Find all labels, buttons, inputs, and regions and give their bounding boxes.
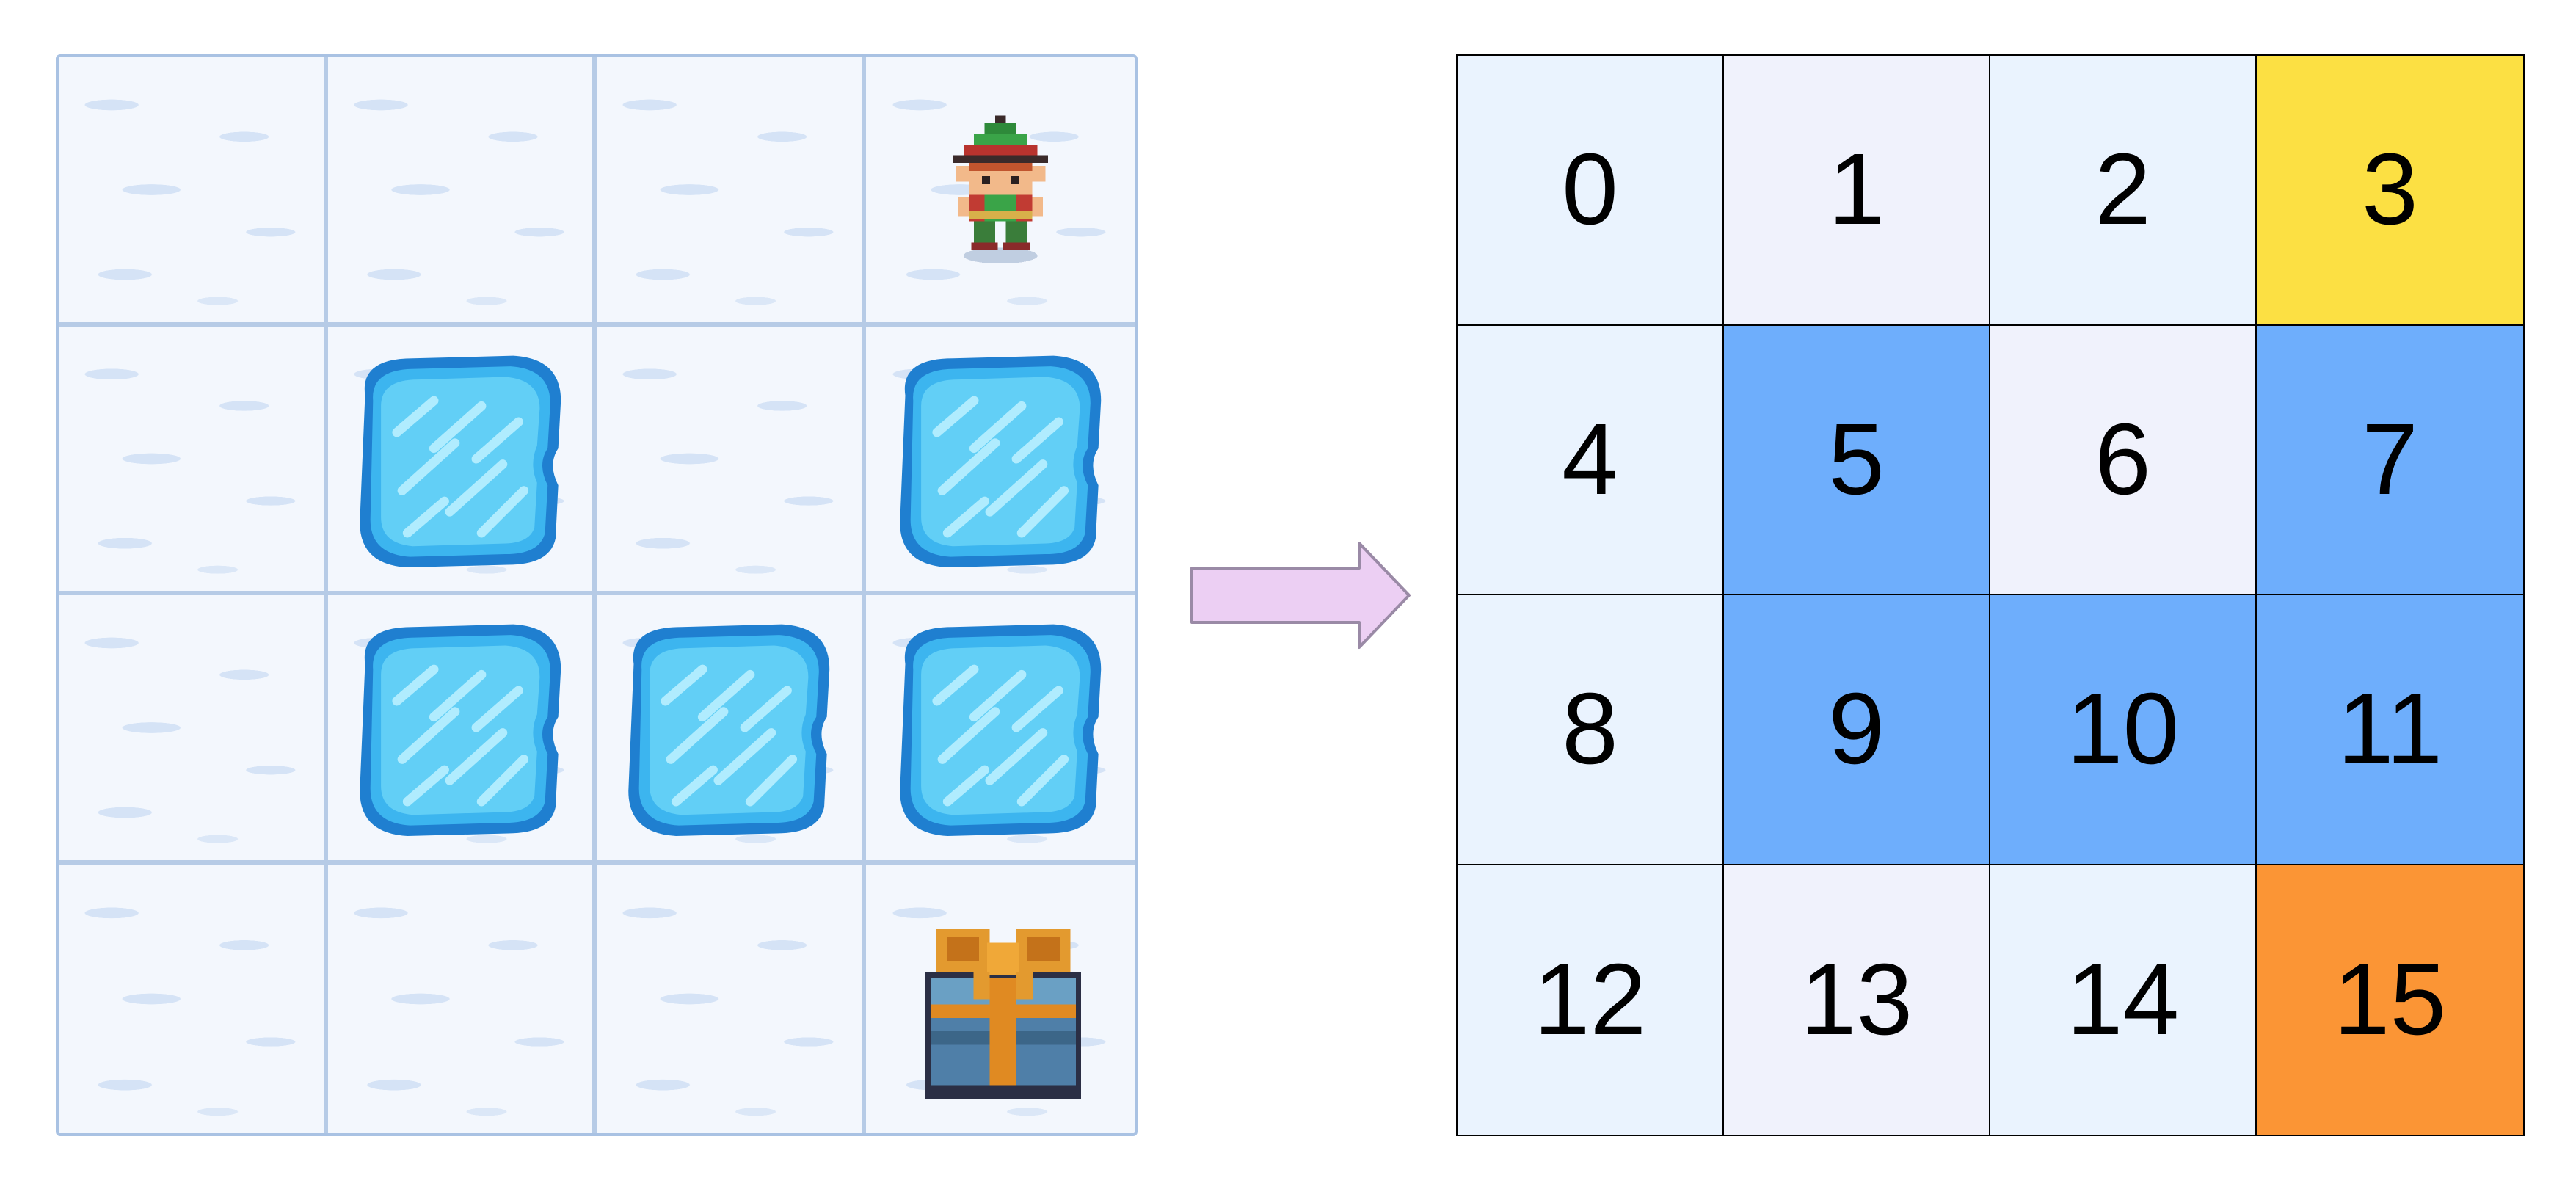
elf-player-icon xyxy=(952,115,1048,264)
ice-hole-icon xyxy=(899,355,1101,567)
state-cell-2: 2 xyxy=(1990,56,2257,326)
ice-hole-icon xyxy=(899,624,1101,837)
state-cell-1: 1 xyxy=(1724,56,1990,326)
board-tile-frozen-ice xyxy=(597,326,866,595)
board-tile-ice-hole xyxy=(865,326,1135,595)
state-cell-13: 13 xyxy=(1724,865,1990,1135)
state-cell-14: 14 xyxy=(1990,865,2257,1135)
board-tile-frozen-ice xyxy=(327,864,597,1133)
state-cell-6: 6 xyxy=(1990,325,2257,595)
board-tile-frozen-ice xyxy=(59,864,328,1133)
board-tile-ice-hole xyxy=(597,595,866,865)
board-tile-ice-hole xyxy=(327,326,597,595)
state-cell-10: 10 xyxy=(1990,595,2257,865)
state-cell-4: 4 xyxy=(1458,325,1724,595)
state-cell-15: 15 xyxy=(2257,865,2523,1135)
board-tile-frozen-ice xyxy=(597,57,866,327)
ice-hole-icon xyxy=(359,624,561,837)
board-tile-frozen-ice xyxy=(59,57,328,327)
board-tile-frozen-ice xyxy=(59,326,328,595)
state-cell-11: 11 xyxy=(2257,595,2523,865)
board-tile-ice-hole xyxy=(327,595,597,865)
right-arrow-icon xyxy=(1190,542,1411,649)
state-cell-12: 12 xyxy=(1458,865,1724,1135)
state-cell-5: 5 xyxy=(1724,325,1990,595)
board-tile-ice-hole xyxy=(865,595,1135,865)
board-tile-frozen-ice xyxy=(327,57,597,327)
state-cell-8: 8 xyxy=(1458,595,1724,865)
ice-hole-icon xyxy=(359,355,561,567)
board-tile-frozen-ice xyxy=(597,864,866,1133)
game-board xyxy=(56,54,1138,1136)
board-tile-frozen-ice xyxy=(59,595,328,865)
state-cell-7: 7 xyxy=(2257,325,2523,595)
state-cell-3: 3 xyxy=(2257,56,2523,326)
state-cell-0: 0 xyxy=(1458,56,1724,326)
gift-box-icon xyxy=(925,928,1081,1099)
board-tile-elf-player xyxy=(865,57,1135,327)
board-tile-gift-box xyxy=(865,864,1135,1133)
state-cell-9: 9 xyxy=(1724,595,1990,865)
ice-hole-icon xyxy=(628,624,830,837)
